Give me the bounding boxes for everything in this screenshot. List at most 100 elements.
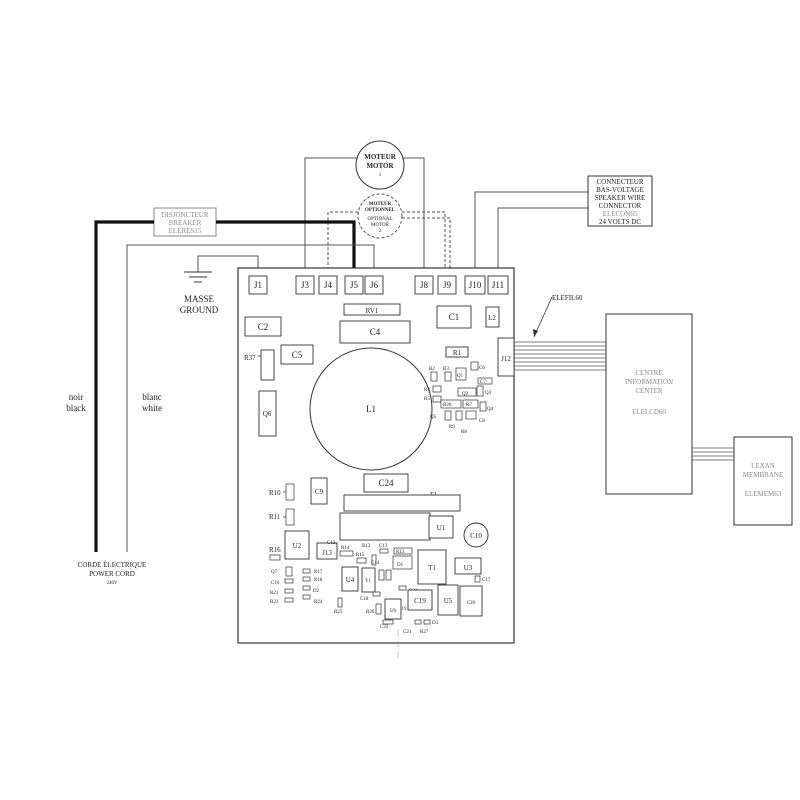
ic-u5: U5 (437, 584, 459, 616)
small-parts-lower: C12 R14 R12 C13 R13 R15 C14 D1 (327, 541, 413, 570)
optional-motor-wire-to-j4 (327, 211, 358, 276)
svg-text:RV1: RV1 (366, 307, 379, 315)
svg-text:U6: U6 (390, 609, 397, 614)
resistor-r25: R25 (334, 597, 343, 615)
resistor-r1: R1 (445, 346, 469, 358)
connector-j6: J6 (364, 275, 384, 295)
svg-text:U5: U5 (444, 597, 453, 605)
info-center-line-1: CENTRE (635, 369, 662, 377)
power-cord-label-fr: CORDE ÉLECTRIQUE (78, 561, 147, 569)
lexan-membrane: LEXAN MEMBRANE ELEMEM63 (733, 436, 793, 526)
connector-j13: J13 (316, 542, 338, 560)
varistor-rv1: RV1 (343, 303, 401, 316)
ribbon-cable (514, 341, 606, 371)
optional-motor-label-2: OPTIONNEL (365, 208, 396, 213)
membrane-line-1: LEXAN (751, 462, 775, 470)
motor-wire-to-j3 (304, 157, 358, 276)
svg-text:C17: C17 (482, 578, 491, 583)
svg-text:L2: L2 (488, 314, 496, 322)
svg-text:C20: C20 (467, 601, 476, 606)
information-center: CENTRE INFORMATION CENTER ELELCD60 (605, 313, 693, 495)
white-wire-label-en: white (142, 403, 162, 413)
connector-j5: J5 (344, 275, 364, 295)
capacitor-c1: C1 (436, 305, 472, 329)
breaker-line-3: ELERES15 (169, 227, 202, 235)
svg-text:C21: C21 (403, 630, 412, 635)
resistor-r37: R37 (244, 349, 275, 381)
optional-motor-label-1: MOTEUR (369, 202, 392, 207)
breaker-line-2: BREAKER (169, 219, 202, 227)
optional-motor-label-5: 2 (379, 229, 382, 234)
info-center-line-4: ELELCD60 (632, 408, 666, 416)
connector-j4: J4 (318, 275, 338, 295)
svg-text:R5: R5 (424, 397, 430, 402)
small-parts-cluster: R2 R3 Q1 C6 C7 R4 Q2 Q3 R5 R20 R7 Q4 Q5 … (424, 361, 494, 435)
svg-text:C8: C8 (479, 419, 485, 424)
svg-text:R9: R9 (449, 425, 455, 430)
svg-text:C13: C13 (379, 544, 388, 549)
ground-label-en: GROUND (180, 305, 219, 315)
connector-j11: J11 (487, 275, 509, 295)
speaker-connector-line-3: SPEAKER WIRE (595, 194, 646, 202)
capacitor-c24: C24 (363, 473, 409, 493)
svg-text:Q7: Q7 (271, 570, 278, 575)
capacitor-c9: C9 (310, 477, 328, 505)
svg-text:R17: R17 (314, 570, 323, 575)
svg-text:T1: T1 (428, 564, 436, 572)
svg-text:R16: R16 (269, 546, 281, 554)
svg-text:R26: R26 (366, 610, 375, 615)
svg-text:J13: J13 (322, 549, 332, 557)
ic-u3: U3 (454, 557, 482, 575)
membrane-cable (692, 447, 734, 461)
svg-text:R18: R18 (314, 578, 323, 583)
capacitor-c18: C18 (360, 591, 381, 602)
optional-motor-2: MOTEUR OPTIONNEL OPTIONAL MOTOR 2 (357, 193, 403, 239)
svg-text:C19: C19 (414, 597, 426, 605)
svg-text:J5: J5 (350, 280, 359, 290)
svg-text:R12: R12 (362, 544, 371, 549)
capacitor-c4: C4 (339, 320, 411, 344)
bottom-parts-c21-r27-d3: C21 R27 D3 (403, 619, 439, 635)
svg-text:R27: R27 (420, 630, 429, 635)
svg-text:R10: R10 (269, 489, 281, 497)
svg-text:J10: J10 (469, 280, 482, 290)
svg-text:R15: R15 (356, 553, 365, 558)
svg-text:J6: J6 (370, 280, 379, 290)
ribbon-cable-pointer (533, 296, 553, 338)
white-wire (126, 244, 375, 552)
motor-label-fr: MOTEUR (364, 153, 396, 161)
black-wire-label-en: black (66, 403, 86, 413)
optional-motor-wire-to-j9a (402, 211, 446, 276)
svg-text:C12: C12 (327, 541, 336, 546)
svg-text:R21: R21 (270, 591, 279, 596)
motor-1: MOTEUR MOTOR 1 (355, 140, 405, 190)
svg-text:J3: J3 (301, 280, 310, 290)
optional-motor-wire-to-j9b (402, 217, 451, 276)
ic-u4: U4 (341, 566, 359, 592)
connector-j1: J1 (248, 275, 268, 295)
motor-wire-to-j8 (402, 157, 425, 276)
resistor-r16: R16 (269, 546, 281, 561)
motor-label-number: 1 (379, 173, 382, 178)
optional-motor-label-4: MOTOR (371, 223, 390, 228)
svg-text:C7: C7 (480, 380, 486, 385)
svg-text:R2: R2 (429, 367, 435, 372)
black-wire (94, 220, 356, 552)
svg-text:U1: U1 (437, 524, 446, 532)
svg-text:Y1: Y1 (365, 579, 372, 584)
transformer-t1: T1 (417, 549, 447, 585)
svg-text:C18: C18 (360, 597, 369, 602)
svg-text:C10: C10 (470, 532, 482, 540)
svg-text:U3: U3 (464, 564, 473, 572)
capacitor-c19: C19 (407, 589, 433, 611)
svg-text:C22: C22 (380, 625, 389, 630)
membrane-line-3: ELEMEM63 (745, 490, 782, 498)
svg-text:C14: C14 (371, 561, 380, 566)
capacitor-c17: C17 (474, 575, 491, 583)
svg-text:J12: J12 (501, 355, 511, 363)
connector-j9: J9 (437, 275, 457, 295)
speaker-connector-line-2: BAS-VOLTAGE (596, 186, 644, 194)
resistor-r11: R11 (269, 508, 295, 526)
left-lower-parts: Q7 R17 C16 R18 D2 R21 R23 R24 (270, 566, 323, 605)
svg-text:D2: D2 (313, 589, 320, 594)
